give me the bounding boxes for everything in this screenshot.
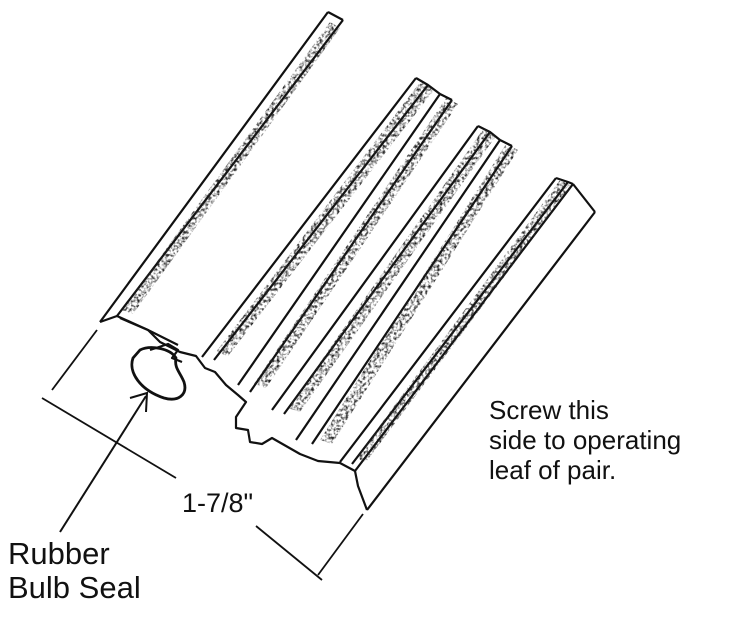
- rubber-bulb-seal-label: Rubber Bulb Seal: [8, 537, 141, 605]
- screw-note-line-2: side to operating: [489, 425, 682, 455]
- seal-leader-arrow: [59, 391, 149, 533]
- seal-label-line-2: Bulb Seal: [8, 570, 141, 605]
- screw-side-note: Screw this side to operating leaf of pai…: [489, 395, 681, 485]
- dimension-label: 1-7/8": [182, 488, 254, 518]
- screw-note-line-1: Screw this: [489, 395, 609, 425]
- dimension-lines: [41, 329, 364, 581]
- seal-label-line-1: Rubber: [8, 536, 110, 571]
- texture-bands: [122, 22, 572, 462]
- screw-note-line-3: leaf of pair.: [489, 455, 617, 485]
